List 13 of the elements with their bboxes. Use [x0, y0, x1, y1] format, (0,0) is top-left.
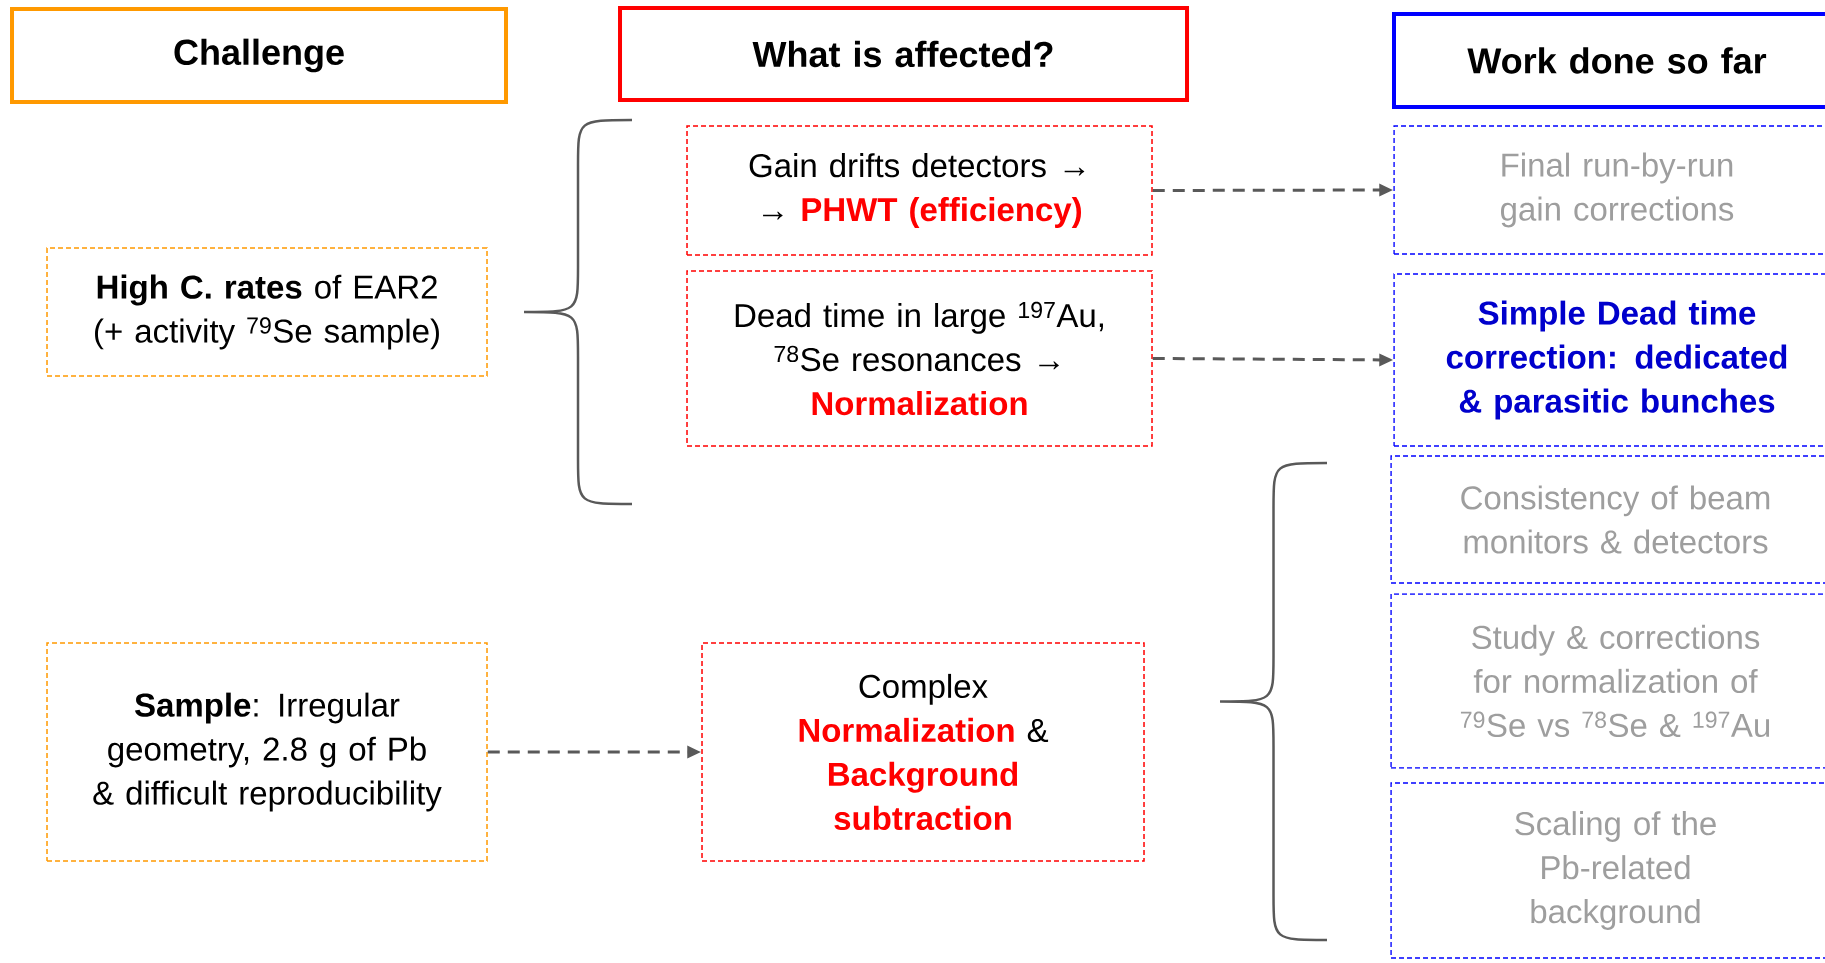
effect-box: Dead time in large $^{197}$Au, $^{78}$Se resonances → Normalization — [686, 270, 1153, 447]
effect-box: Gain drifts detectors → → PHWT (efficiency) — [686, 125, 1153, 256]
work-box: Study & corrections for normalization of $^{79}$Se vs $^{78}$Se & $^{197}$Au — [1390, 593, 1825, 769]
header-box: Challenge — [10, 7, 508, 104]
work-box: Consistency of beam monitors & detectors — [1390, 455, 1825, 584]
work-box: Scaling of the Pb-related background — [1390, 782, 1825, 959]
header-box: Work done so far — [1392, 12, 1825, 109]
work-box: Simple Dead time correction: dedicated & parasitic bunches — [1393, 273, 1825, 447]
challenge-box: High C. rates of EAR2 (+ activity $^{79}$Se sample) — [46, 247, 488, 377]
effect-box: Complex Normalization & Background subtraction — [701, 642, 1145, 862]
header-box: What is affected? — [618, 6, 1189, 102]
work-box: Final run-by-run gain corrections — [1393, 125, 1825, 255]
challenge-box: Sample: Irregular geometry, 2.8 g of Pb & difficult reproducibility — [46, 642, 488, 862]
